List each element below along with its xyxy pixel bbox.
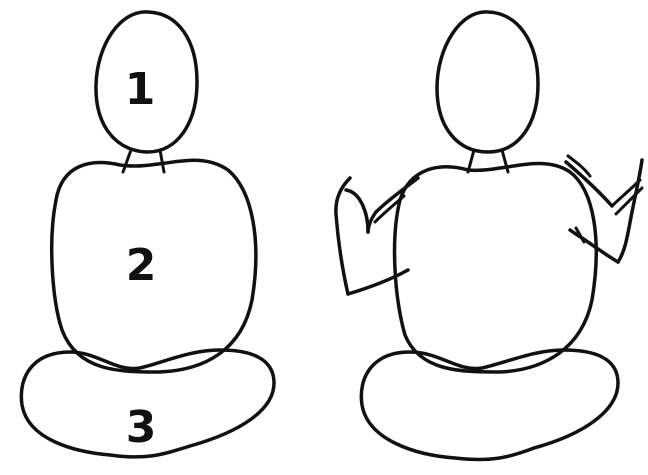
right-forearm-outer bbox=[618, 160, 642, 262]
left-forearm-back bbox=[336, 178, 350, 294]
torso-shape bbox=[395, 163, 597, 372]
left-forearm-bottom bbox=[348, 270, 408, 294]
part-number-1: 1 bbox=[125, 64, 156, 115]
left-arm bbox=[336, 178, 418, 294]
right-arm bbox=[566, 156, 642, 262]
part-number-2: 2 bbox=[126, 240, 157, 291]
neck-right-line bbox=[160, 150, 164, 172]
part-number-3: 3 bbox=[126, 402, 157, 453]
head-shape bbox=[437, 12, 538, 152]
figure-right bbox=[336, 12, 642, 460]
left-forearm-front bbox=[346, 190, 368, 232]
neck-left-line bbox=[123, 150, 131, 172]
legs-shape bbox=[361, 350, 618, 460]
figure-left: 1 2 3 bbox=[21, 12, 274, 457]
